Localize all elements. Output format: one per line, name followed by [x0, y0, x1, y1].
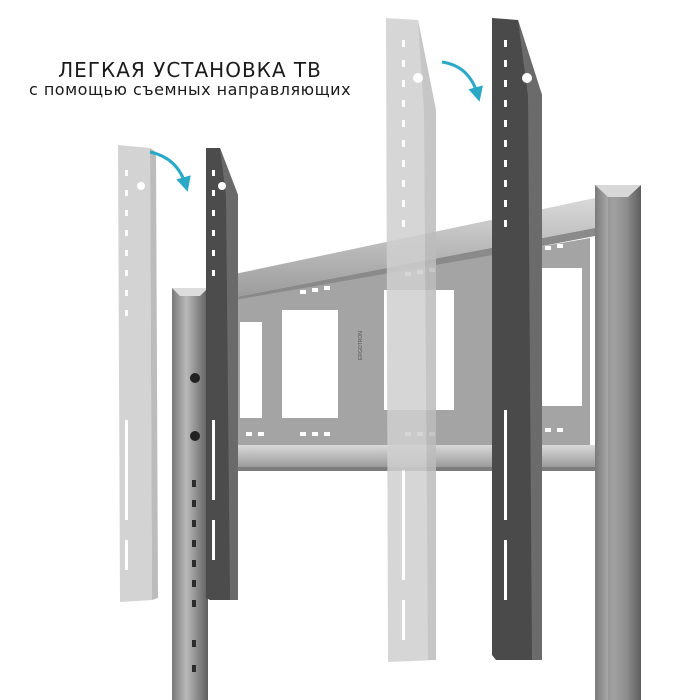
guide-rail-dark-left — [206, 148, 238, 600]
plate-cutout — [282, 310, 338, 418]
left-stand-pole — [172, 288, 208, 700]
bracket-brand-label: ERGOTRON — [358, 331, 364, 360]
caption-subtitle: с помощью съемных направляющих — [28, 80, 352, 99]
guide-rail-ghost-left — [118, 145, 158, 602]
right-stand-pole — [595, 185, 641, 700]
curved-arrow-icon — [149, 150, 191, 192]
plate-cutout — [540, 268, 582, 406]
plate-cutout — [240, 322, 262, 418]
bolt-icon — [190, 373, 200, 383]
bolt-icon — [190, 431, 200, 441]
guide-rail-ghost-right — [386, 18, 436, 662]
guide-rail-dark-right — [492, 18, 542, 660]
curved-arrow-icon — [441, 60, 483, 102]
caption-title: ЛЕГКАЯ УСТАНОВКА ТВ — [58, 58, 322, 82]
